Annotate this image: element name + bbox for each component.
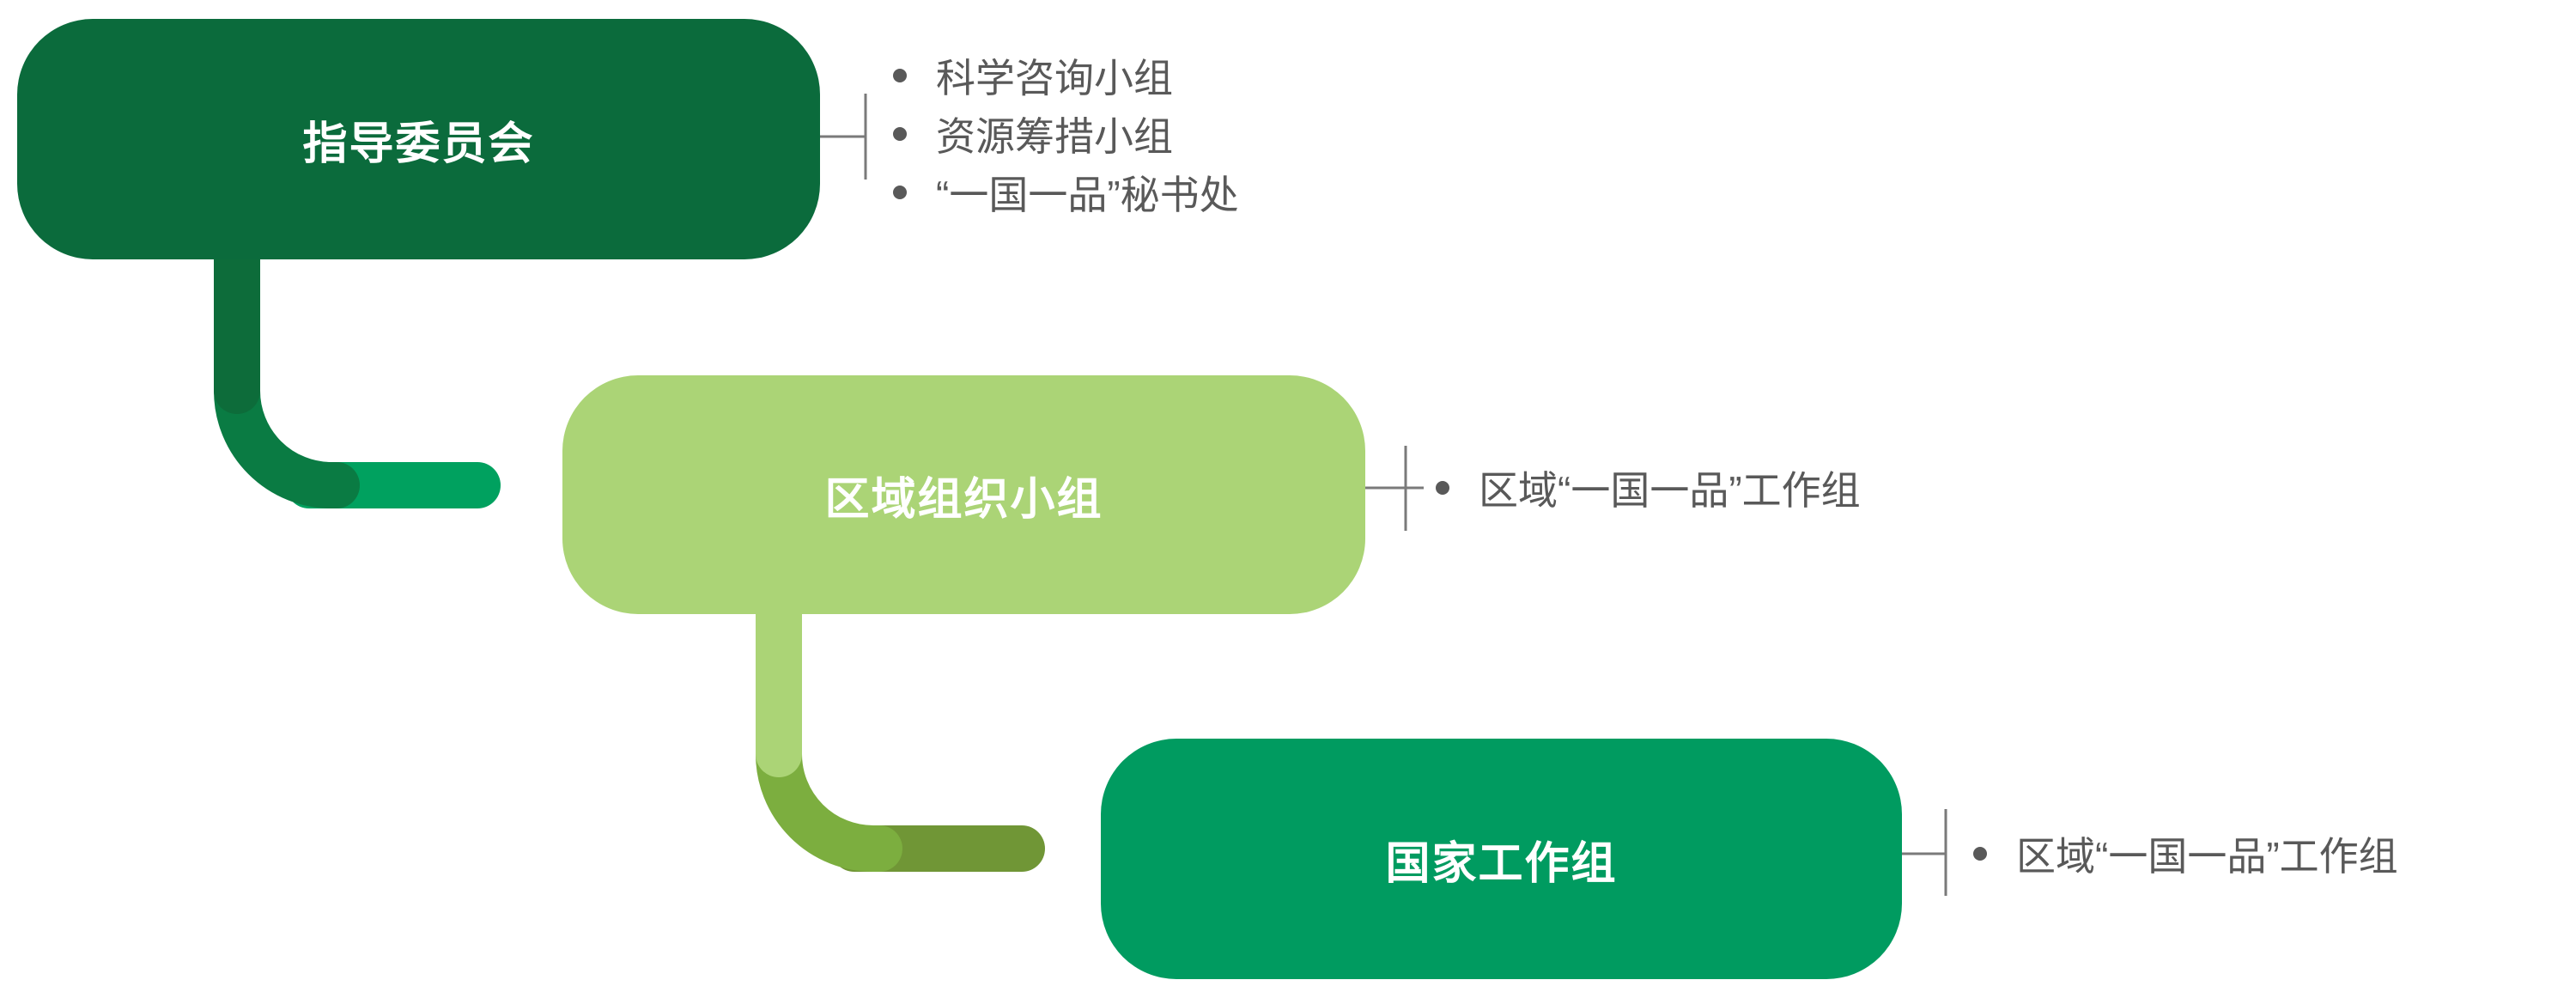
bullet-dot bbox=[1973, 847, 1987, 861]
list-item: 区域“一国一品”工作组 bbox=[1973, 825, 2398, 883]
list-item-text: 区域“一国一品”工作组 bbox=[2016, 834, 2398, 879]
list-item: 资源筹措小组 bbox=[893, 105, 1239, 163]
node-steering-committee: 指导委员会 bbox=[17, 19, 820, 259]
leader-bracket-national bbox=[1900, 809, 1947, 896]
leader-bracket-steering bbox=[817, 94, 867, 180]
node-label: 指导委员会 bbox=[302, 119, 535, 169]
list-item-text: 科学咨询小组 bbox=[936, 56, 1173, 100]
leader-bracket-regional bbox=[1364, 446, 1424, 531]
list-item: “一国一品”秘书处 bbox=[893, 163, 1239, 222]
bullet-list-regional: 区域“一国一品”工作组 bbox=[1436, 459, 1861, 517]
node-regional-organizing-group: 区域组织小组 bbox=[562, 375, 1365, 614]
list-item: 区域“一国一品”工作组 bbox=[1436, 459, 1861, 517]
bullet-dot bbox=[893, 186, 907, 199]
bullet-list-national: 区域“一国一品”工作组 bbox=[1973, 825, 2398, 883]
list-item-text: 区域“一国一品”工作组 bbox=[1479, 468, 1861, 513]
node-label: 区域组织小组 bbox=[824, 474, 1103, 525]
connector-steering-to-regional bbox=[214, 226, 501, 508]
bullet-list-steering: 科学咨询小组 资源筹措小组 “一国一品”秘书处 bbox=[893, 46, 1239, 222]
connector-regional-to-national bbox=[756, 578, 1045, 872]
node-national-working-group: 国家工作组 bbox=[1101, 739, 1902, 979]
list-item-text: “一国一品”秘书处 bbox=[936, 173, 1239, 217]
node-label: 国家工作组 bbox=[1385, 838, 1618, 889]
bullet-dot bbox=[893, 69, 907, 82]
list-item: 科学咨询小组 bbox=[893, 46, 1239, 105]
bullet-dot bbox=[893, 127, 907, 141]
bullet-dot bbox=[1436, 481, 1449, 495]
list-item-text: 资源筹措小组 bbox=[936, 114, 1173, 159]
